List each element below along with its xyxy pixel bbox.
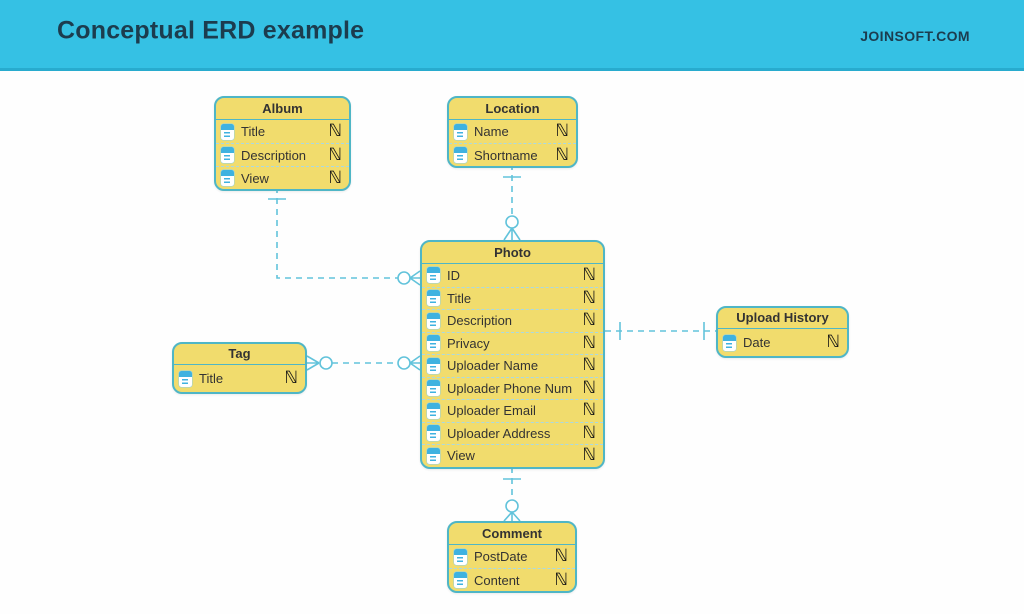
attribute-row: Title ℕ — [216, 120, 349, 143]
attribute-icon — [454, 572, 467, 588]
entity-tag: Tag Title ℕ — [172, 342, 307, 394]
attribute-row: PostDate ℕ — [449, 545, 575, 568]
attribute-label: View — [447, 448, 475, 464]
numeric-type-badge: ℕ — [328, 144, 342, 165]
attribute-label: Shortname — [474, 147, 538, 163]
numeric-type-badge: ℕ — [328, 121, 342, 141]
attribute-row: Title ℕ — [422, 286, 603, 310]
attribute-icon — [454, 548, 467, 565]
attribute-label: Uploader Address — [447, 425, 551, 441]
attribute-icon — [454, 123, 467, 140]
relationship-location-photo — [503, 164, 521, 241]
numeric-type-badge: ℕ — [555, 121, 569, 141]
attribute-label: Date — [743, 335, 771, 350]
attribute-label: Description — [447, 313, 513, 329]
attribute-label: Uploader Name — [447, 358, 539, 374]
attribute-row: Uploader Address ℕ — [422, 421, 603, 445]
relationship-album-photo — [268, 187, 421, 286]
attribute-label: View — [241, 170, 269, 186]
attribute-row: Name ℕ — [449, 120, 576, 143]
attribute-icon — [723, 334, 736, 351]
entity-title: Album — [216, 98, 349, 120]
numeric-type-badge: ℕ — [582, 287, 596, 308]
entity-photo: Photo ID ℕ Title ℕ Description ℕ Privacy… — [420, 240, 605, 469]
attribute-label: ID — [447, 267, 460, 283]
attribute-icon — [427, 312, 440, 329]
attribute-label: Description — [241, 147, 307, 163]
attribute-row: Uploader Phone Num ℕ — [422, 376, 603, 400]
entity-title: Upload History — [718, 308, 847, 329]
numeric-type-badge: ℕ — [582, 355, 596, 376]
entity-title: Comment — [449, 523, 575, 545]
attribute-row: ID ℕ — [422, 264, 603, 287]
attribute-row: Title ℕ — [174, 365, 305, 392]
attribute-icon — [221, 147, 234, 163]
entity-comment: Comment PostDate ℕ Content ℕ — [447, 521, 577, 593]
numeric-type-badge: ℕ — [826, 332, 840, 352]
attribute-label: Title — [199, 371, 224, 386]
relationship-photo-uploadhistory — [605, 322, 716, 340]
attribute-row: Shortname ℕ — [449, 143, 576, 166]
attribute-icon — [427, 425, 440, 442]
numeric-type-badge: ℕ — [582, 377, 596, 398]
attribute-label: Privacy — [447, 335, 490, 351]
brand-label: JOINSOFT.COM — [860, 28, 970, 44]
attribute-label: Title — [447, 290, 472, 306]
attribute-row: Uploader Email ℕ — [422, 399, 603, 422]
entity-title: Photo — [422, 242, 603, 264]
entity-album: Album Title ℕ Description ℕ View ℕ — [214, 96, 351, 191]
numeric-type-badge: ℕ — [582, 264, 596, 285]
numeric-type-badge: ℕ — [554, 546, 568, 566]
attribute-icon — [427, 447, 440, 464]
attribute-row: View ℕ — [216, 166, 349, 189]
attribute-icon — [221, 123, 234, 140]
attribute-row: Date ℕ — [718, 329, 847, 356]
page-title: Conceptual ERD example — [57, 16, 365, 45]
attribute-icon — [427, 335, 440, 352]
numeric-type-badge: ℕ — [328, 167, 342, 188]
relationship-photo-comment — [503, 467, 521, 522]
attribute-icon — [427, 267, 440, 284]
numeric-type-badge: ℕ — [284, 368, 298, 388]
attribute-label: Content — [474, 572, 520, 588]
attribute-icon — [221, 170, 234, 186]
attribute-row: Description ℕ — [422, 309, 603, 332]
attribute-row: Description ℕ — [216, 143, 349, 166]
attribute-icon — [427, 357, 440, 374]
entity-location: Location Name ℕ Shortname ℕ — [447, 96, 578, 168]
attribute-icon — [454, 147, 467, 163]
entity-title: Tag — [174, 344, 305, 365]
entity-title: Location — [449, 98, 576, 120]
relationship-tag-photo — [306, 355, 421, 371]
attribute-label: Uploader Email — [447, 403, 536, 419]
numeric-type-badge: ℕ — [582, 445, 596, 466]
attribute-icon — [427, 380, 440, 397]
numeric-type-badge: ℕ — [555, 144, 569, 165]
attribute-label: Name — [474, 124, 509, 139]
attribute-label: Uploader Phone Num — [447, 380, 573, 396]
attribute-label: Title — [241, 124, 266, 139]
attribute-icon — [427, 402, 440, 419]
numeric-type-badge: ℕ — [582, 310, 596, 331]
attribute-row: Content ℕ — [449, 568, 575, 591]
numeric-type-badge: ℕ — [582, 332, 596, 353]
numeric-type-badge: ℕ — [554, 569, 568, 590]
attribute-icon — [427, 290, 440, 307]
numeric-type-badge: ℕ — [582, 400, 596, 421]
numeric-type-badge: ℕ — [582, 422, 596, 443]
attribute-label: PostDate — [474, 549, 528, 564]
attribute-row: Privacy ℕ — [422, 331, 603, 355]
attribute-row: Uploader Name ℕ — [422, 354, 603, 377]
attribute-row: View ℕ — [422, 444, 603, 467]
header-bar: Conceptual ERD example JOINSOFT.COM — [0, 0, 1024, 71]
attribute-icon — [179, 370, 192, 387]
entity-upload-history: Upload History Date ℕ — [716, 306, 849, 358]
